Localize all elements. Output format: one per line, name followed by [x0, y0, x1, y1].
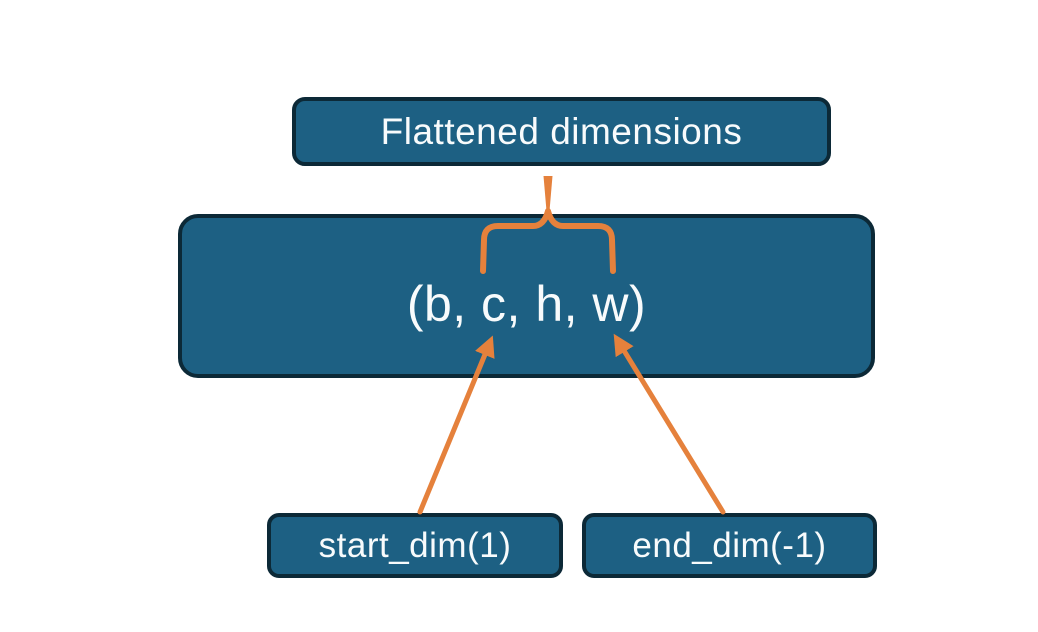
flattened-dimensions-label: Flattened dimensions [380, 111, 743, 152]
flattened-dimensions-box: Flattened dimensions [292, 97, 831, 166]
tensor-shape-box: (b, c, h, w) [178, 214, 875, 378]
start-dim-label: start_dim(1) [318, 526, 512, 565]
end-dim-box: end_dim(-1) [582, 513, 877, 578]
brace-stem-connector [543, 176, 553, 211]
start-dim-box: start_dim(1) [267, 513, 563, 578]
tensor-shape-label: (b, c, h, w) [406, 276, 647, 332]
end-dim-label: end_dim(-1) [632, 526, 827, 565]
